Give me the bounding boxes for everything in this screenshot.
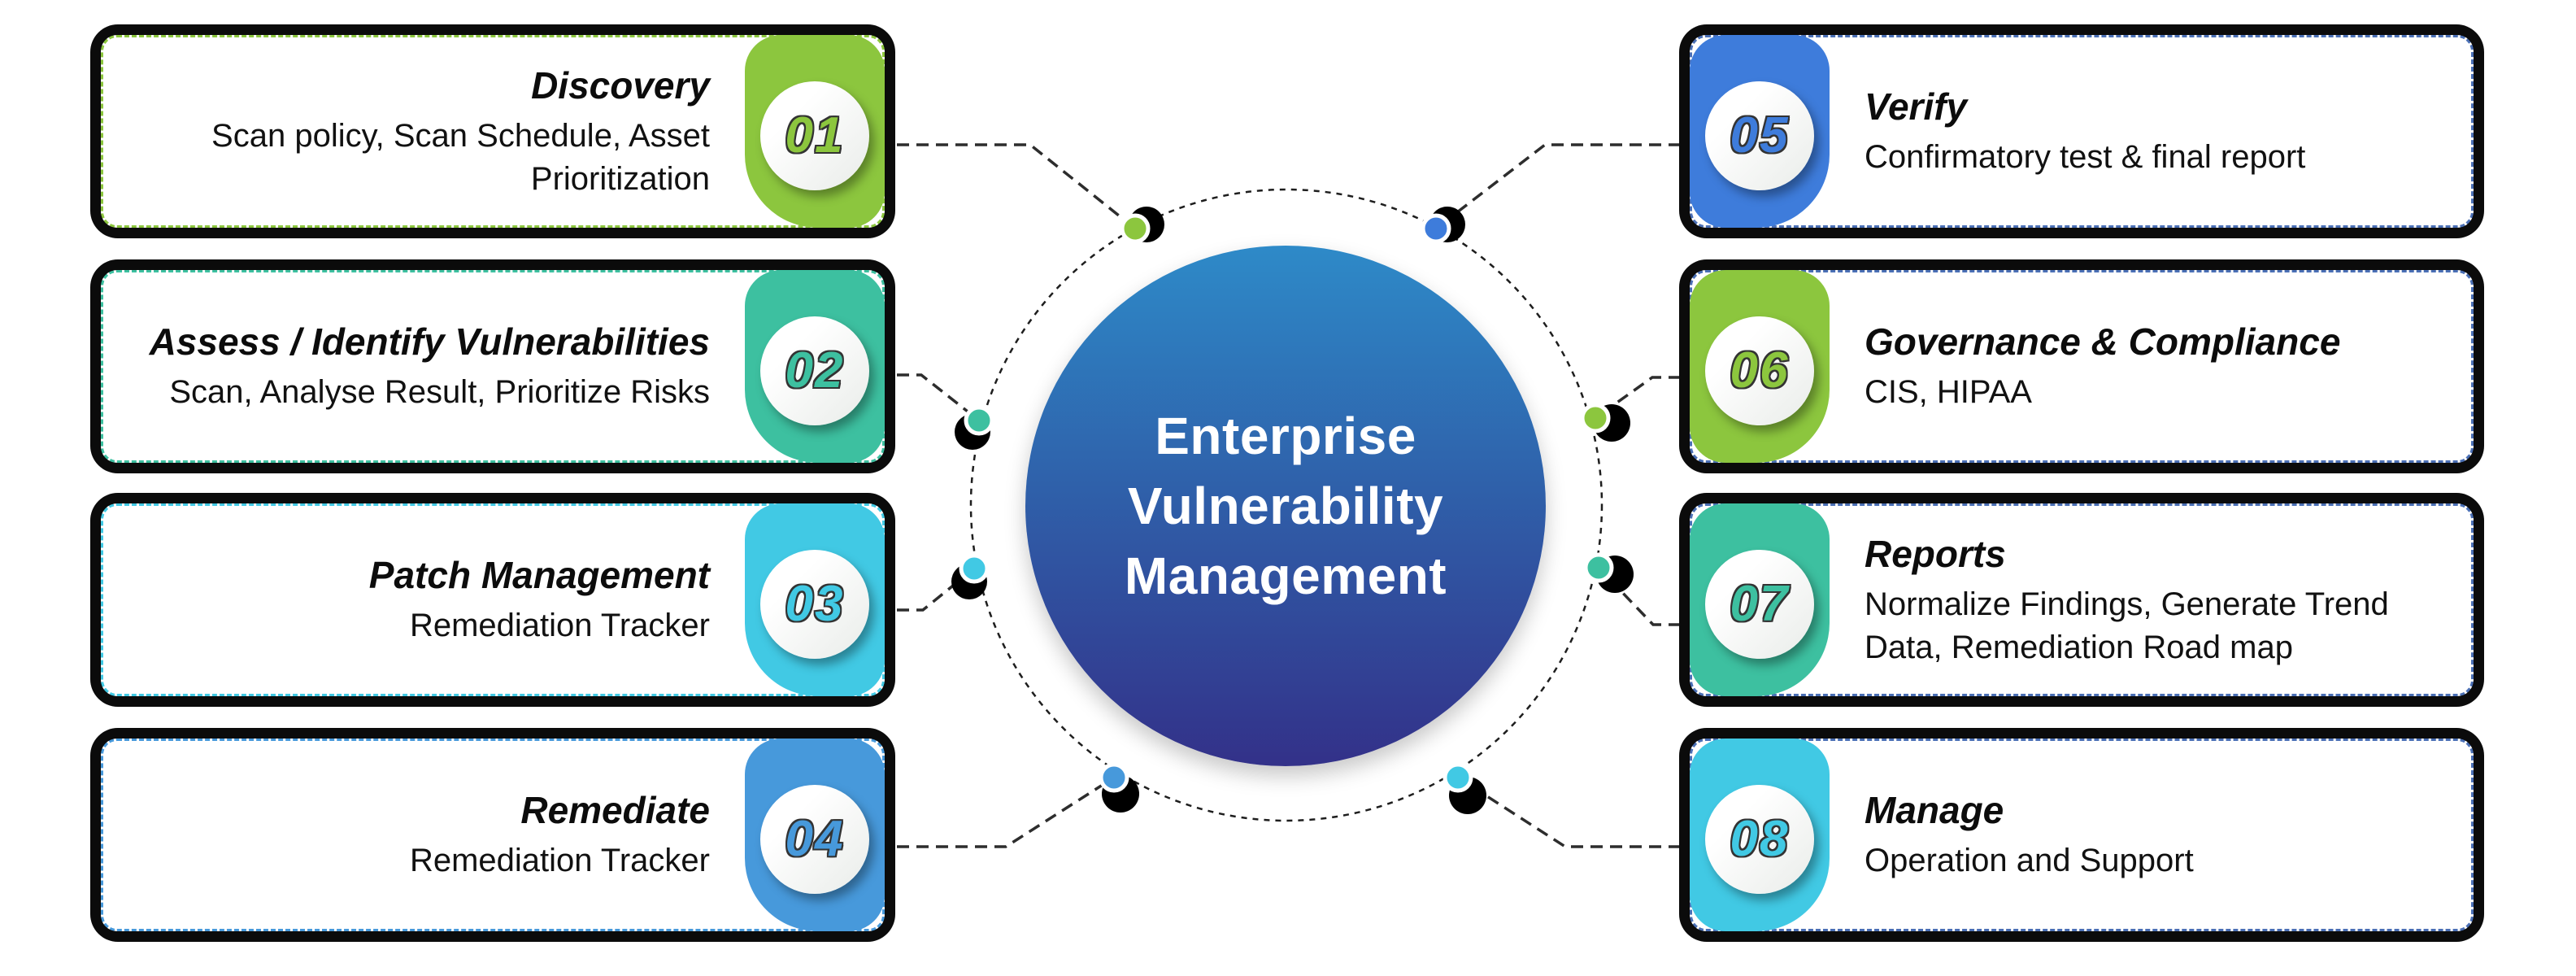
step-body: Scan policy, Scan Schedule, Asset Priori…	[211, 117, 710, 197]
step-badge: 08	[1690, 739, 1830, 931]
center-hub-line-2: Vulnerability	[1127, 477, 1444, 535]
connector-line-04	[897, 776, 1115, 848]
step-title: Governance & Compliance	[1865, 320, 2341, 363]
step-body: Confirmatory test & final report	[1865, 139, 2306, 175]
step-number: 08	[1730, 811, 1790, 867]
connector-line-06	[1594, 376, 1681, 420]
step-card-text: Assess / Identify Vulnerabilities Scan, …	[103, 319, 882, 414]
center-hub-title: Enterprise Vulnerability Management	[1125, 401, 1447, 611]
step-number-circle: 03	[760, 549, 869, 659]
step-card-01-discovery: Discovery Scan policy, Scan Schedule, As…	[90, 24, 895, 238]
step-number-circle: 06	[1705, 316, 1814, 425]
step-card-05-verify: Verify Confirmatory test & final report …	[1679, 24, 2484, 238]
step-body: Normalize Findings, Generate Trend Data,…	[1865, 586, 2389, 665]
center-hub-circle: Enterprise Vulnerability Management	[1025, 246, 1546, 766]
node-dot-02	[964, 405, 994, 436]
step-number: 04	[785, 811, 845, 867]
step-badge: 06	[1690, 270, 1830, 463]
step-card-text: Patch Management Remediation Tracker	[103, 552, 882, 647]
step-body: Remediation Tracker	[409, 608, 710, 643]
step-title: Assess / Identify Vulnerabilities	[149, 320, 710, 363]
connector-line-08	[1457, 776, 1681, 848]
node-dot-07	[1583, 552, 1614, 583]
step-card-03-patch-management: Patch Management Remediation Tracker 03	[90, 493, 895, 707]
step-number-circle: 02	[760, 316, 869, 425]
node-dot-06	[1580, 403, 1611, 434]
step-number: 05	[1730, 107, 1790, 163]
step-card-text: Verify Confirmatory test & final report	[1692, 84, 2471, 179]
step-number-circle: 01	[760, 81, 869, 190]
step-body: CIS, HIPAA	[1865, 374, 2032, 410]
connector-line-02	[897, 373, 981, 422]
step-title: Patch Management	[368, 554, 710, 596]
step-card-08-manage: Manage Operation and Support 08	[1679, 728, 2484, 942]
connector-line-01	[897, 143, 1137, 230]
step-body: Remediation Tracker	[409, 843, 710, 878]
step-card-06-governance-compliance: Governance & Compliance CIS, HIPAA 06	[1679, 259, 2484, 473]
center-hub-line-3: Management	[1124, 547, 1447, 605]
step-title: Verify	[1865, 85, 1968, 128]
step-number-circle: 05	[1705, 81, 1814, 190]
step-number: 02	[785, 342, 845, 399]
step-body: Scan, Analyse Result, Prioritize Risks	[169, 374, 710, 410]
center-hub-line-1: Enterprise	[1155, 407, 1416, 465]
step-number-circle: 04	[760, 784, 869, 894]
node-dot-08	[1442, 762, 1473, 793]
step-badge: 03	[745, 503, 885, 696]
step-title: Remediate	[520, 789, 710, 831]
step-card-text: Reports Normalize Findings, Generate Tre…	[1692, 531, 2471, 669]
node-dot-05	[1421, 213, 1451, 244]
connector-line-05	[1434, 143, 1681, 230]
step-number: 03	[785, 576, 845, 632]
step-title: Discovery	[531, 63, 710, 107]
node-dot-04	[1099, 762, 1129, 793]
step-number: 07	[1730, 576, 1790, 632]
step-card-02-assess: Assess / Identify Vulnerabilities Scan, …	[90, 259, 895, 473]
step-number-circle: 08	[1705, 784, 1814, 894]
step-badge: 01	[745, 35, 885, 228]
step-badge: 07	[1690, 503, 1830, 696]
node-dot-01	[1120, 213, 1151, 244]
step-body: Operation and Support	[1865, 843, 2194, 878]
step-badge: 02	[745, 270, 885, 463]
step-card-text: Remediate Remediation Tracker	[103, 787, 882, 882]
step-badge: 04	[745, 739, 885, 931]
step-card-text: Manage Operation and Support	[1692, 787, 2471, 882]
step-number: 06	[1730, 342, 1790, 399]
step-card-text: Governance & Compliance CIS, HIPAA	[1692, 319, 2471, 414]
step-title: Manage	[1865, 789, 2004, 831]
step-badge: 05	[1690, 35, 1830, 228]
orbit-dashed-circle	[969, 188, 1603, 822]
step-number-circle: 07	[1705, 549, 1814, 659]
step-card-text: Discovery Scan policy, Scan Schedule, As…	[103, 63, 882, 201]
step-title: Reports	[1865, 532, 2006, 575]
step-number: 01	[785, 107, 845, 163]
step-card-07-reports: Reports Normalize Findings, Generate Tre…	[1679, 493, 2484, 707]
step-card-04-remediate: Remediate Remediation Tracker 04	[90, 728, 895, 942]
node-dot-03	[959, 553, 990, 584]
